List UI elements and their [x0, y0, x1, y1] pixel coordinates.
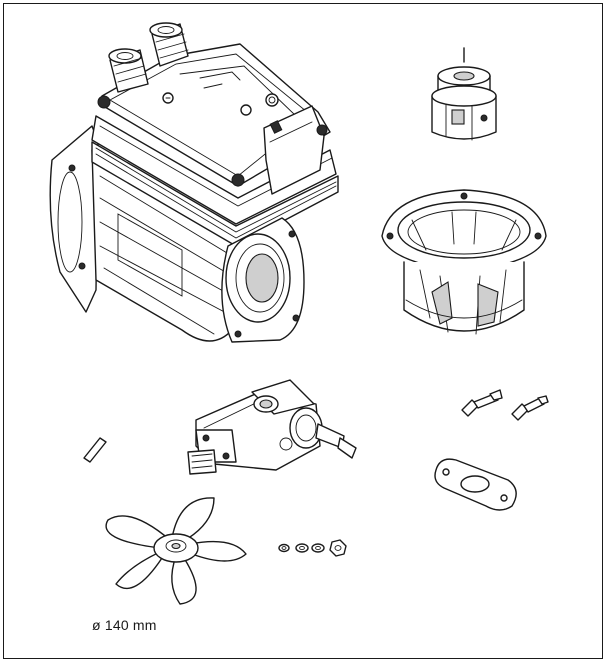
fan-diameter-label: ø 140 mm	[92, 617, 157, 633]
figure-frame	[3, 3, 603, 659]
cooling-fan	[105, 497, 247, 605]
mounting-bracket	[381, 189, 547, 335]
washers-and-nut	[278, 539, 347, 557]
motor-with-control-box	[49, 22, 339, 343]
gasket-flange	[434, 458, 517, 511]
shaft-coupling	[431, 47, 497, 141]
screws	[461, 389, 549, 421]
dowel-pin	[83, 437, 107, 463]
angle-gear-unit	[187, 379, 357, 475]
